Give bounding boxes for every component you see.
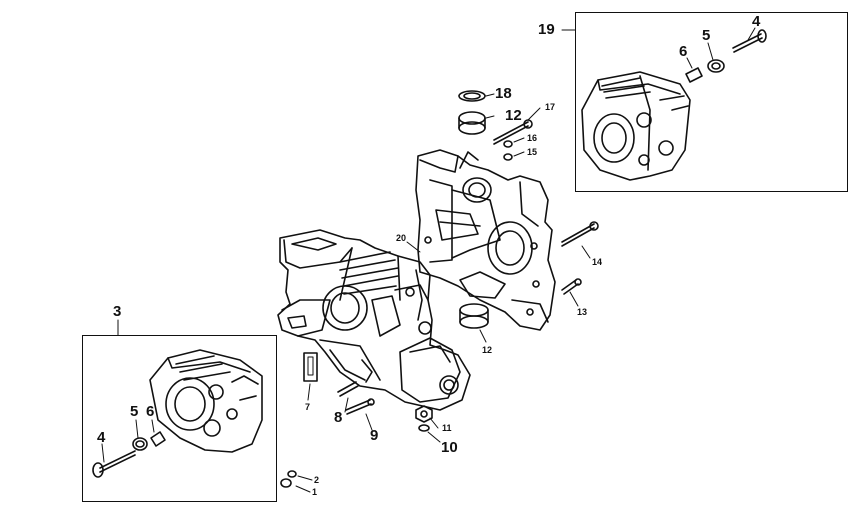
washer-10 xyxy=(418,424,430,432)
callout-15: 15 xyxy=(527,147,538,157)
valve-right xyxy=(732,29,767,53)
bolt-13 xyxy=(561,278,582,295)
callout-16: 16 xyxy=(527,133,538,143)
callout-19: 19 xyxy=(538,21,555,38)
callout-5-left: 5 xyxy=(130,403,139,420)
nut-11 xyxy=(415,405,433,423)
cylinder-head-right xyxy=(581,71,691,181)
callout-7: 7 xyxy=(305,402,311,412)
crankcase-left-half xyxy=(277,229,471,411)
bearing-12-top xyxy=(458,111,486,135)
callout-20: 20 xyxy=(396,233,407,243)
crankcase-right-half xyxy=(415,149,556,331)
callout-18: 18 xyxy=(495,85,512,102)
valve-guide-right xyxy=(685,67,703,83)
bolt-14 xyxy=(561,221,599,247)
washer-15 xyxy=(503,153,513,161)
callout-1: 1 xyxy=(312,487,318,497)
valve-left xyxy=(92,450,136,478)
nut-16 xyxy=(503,140,513,148)
bolt-9 xyxy=(345,398,375,415)
callout-2: 2 xyxy=(314,475,320,485)
callout-13: 13 xyxy=(577,307,588,317)
oil-seal-18 xyxy=(458,90,486,102)
callout-3: 3 xyxy=(113,303,122,320)
leader-lines xyxy=(101,27,756,493)
callout-12-bottom: 12 xyxy=(482,345,493,355)
callout-5-right: 5 xyxy=(702,27,711,44)
callout-6-right: 6 xyxy=(679,43,688,60)
valve-seal-right xyxy=(707,59,725,73)
cylinder-head-left xyxy=(149,349,263,453)
callout-4-right: 4 xyxy=(752,13,761,30)
callout-6-left: 6 xyxy=(146,403,155,420)
callout-10: 10 xyxy=(441,439,458,456)
nut-2 xyxy=(287,470,297,478)
callout-17: 17 xyxy=(545,102,556,112)
callout-12-top: 12 xyxy=(505,107,522,124)
bearing-12-bottom xyxy=(459,303,489,329)
oil-dipstick-part-7 xyxy=(303,352,318,382)
callout-11: 11 xyxy=(442,423,452,433)
stud-8 xyxy=(337,381,359,397)
callout-4-left: 4 xyxy=(97,429,106,446)
callout-8: 8 xyxy=(334,409,343,426)
valve-seal-left xyxy=(132,437,148,451)
cylinder-head-assembly-box-left xyxy=(82,335,277,502)
valve-guide-left xyxy=(150,431,166,447)
callout-14: 14 xyxy=(592,257,603,267)
cylinder-head-assembly-box-right xyxy=(575,12,848,192)
callout-9: 9 xyxy=(370,427,379,444)
washer-1 xyxy=(280,478,292,488)
